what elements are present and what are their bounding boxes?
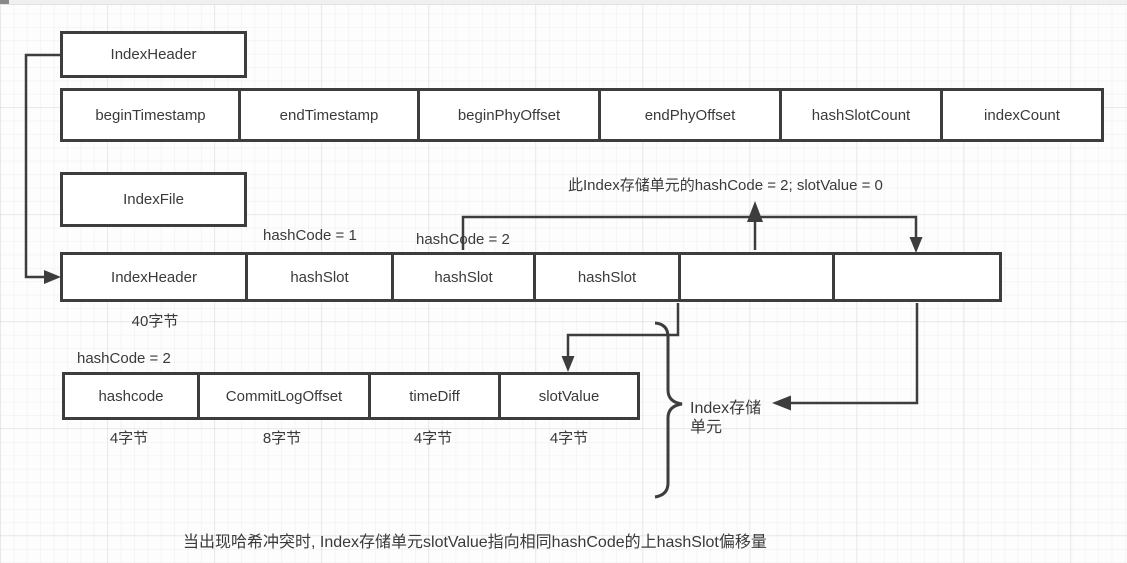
header-field-cell: beginTimestamp xyxy=(60,88,241,142)
top-left-notch xyxy=(0,0,9,4)
header-field-cell: endPhyOffset xyxy=(598,88,782,142)
stored-unit-note-label: 此Index存储单元的hashCode = 2; slotValue = 0 xyxy=(568,177,883,194)
brace-label-line2: 单元 xyxy=(690,419,723,436)
arrowhead-down-icon xyxy=(909,237,923,253)
header-field-cell: indexCount xyxy=(940,88,1104,142)
curly-brace-icon xyxy=(654,321,683,499)
unit-size-label: 4字节 xyxy=(413,430,453,447)
connector-indexheader-to-file xyxy=(24,53,60,279)
unit-field-cell-timediff: timeDiff xyxy=(368,372,501,420)
unit-size-label: 8字节 xyxy=(262,430,302,447)
header-size-label: 40字节 xyxy=(131,313,179,330)
arrowhead-right-icon xyxy=(44,270,61,284)
hashcode2-label: hashCode = 2 xyxy=(416,231,510,248)
arrowhead-down-icon xyxy=(561,356,575,372)
top-edge-band xyxy=(0,0,1127,5)
index-file-title-box: IndexFile xyxy=(60,172,247,227)
arrowhead-up-icon xyxy=(747,201,763,222)
connector-slot2-to-unit xyxy=(461,215,918,250)
unit-field-cell-hashcode: hashcode xyxy=(62,372,200,420)
footer-note-label: 当出现哈希冲突时, Index存储单元slotValue指向相同hashCode… xyxy=(183,534,767,551)
header-field-cell: hashSlotCount xyxy=(779,88,943,142)
unit-size-label: 4字节 xyxy=(109,430,149,447)
brace-label-line1: Index存储 xyxy=(690,400,762,417)
header-field-cell: beginPhyOffset xyxy=(417,88,601,142)
header-field-cell: endTimestamp xyxy=(238,88,420,142)
file-layout-cell-hashslot3: hashSlot xyxy=(533,252,681,302)
connector-slot-to-slotvalue xyxy=(566,303,680,357)
file-layout-cell-empty xyxy=(832,252,1002,302)
file-layout-cell-empty xyxy=(678,252,835,302)
unit-field-cell-slotvalue: slotValue xyxy=(498,372,640,420)
file-layout-cell-indexheader: IndexHeader xyxy=(60,252,248,302)
unit-hashcode-label: hashCode = 2 xyxy=(77,350,171,367)
file-layout-cell-hashslot2: hashSlot xyxy=(391,252,536,302)
arrowhead-left-icon xyxy=(772,395,791,411)
file-layout-cell-hashslot1: hashSlot xyxy=(245,252,394,302)
unit-field-cell-commitlogoffset: CommitLogOffset xyxy=(197,372,371,420)
connector-unit-to-brace-label xyxy=(791,303,919,405)
hashcode1-label: hashCode = 1 xyxy=(263,227,357,244)
index-header-title-box: IndexHeader xyxy=(60,31,247,78)
unit-size-label: 4字节 xyxy=(549,430,589,447)
